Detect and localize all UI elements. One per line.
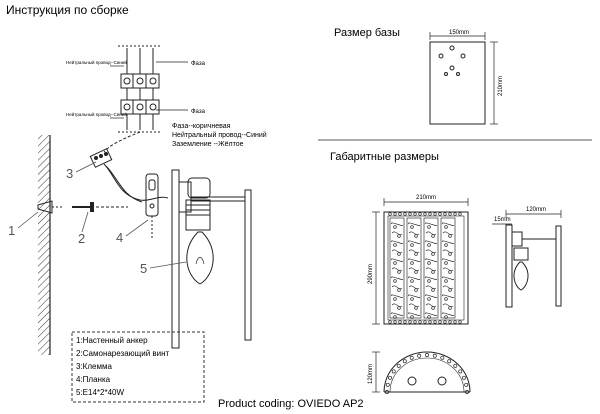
- base-width-label: 150mm: [449, 30, 469, 36]
- callout-1: 1: [8, 223, 15, 238]
- part-5: 5:E14*2*40W: [76, 388, 124, 397]
- part-3: 3:Клемма: [76, 362, 112, 371]
- callout-4: 4: [116, 230, 123, 245]
- wiring-phase-top: Фаза: [191, 61, 206, 67]
- overall-dimensions-title: Габаритные размеры: [330, 151, 439, 163]
- side-plate-label: 15mm: [494, 217, 511, 223]
- callout-3: 3: [66, 166, 73, 181]
- side-depth-label: 120mm: [526, 207, 546, 213]
- callout-leaders: [17, 161, 187, 269]
- parts-list-box: [71, 331, 205, 403]
- base-size-title: Размер базы: [334, 27, 400, 39]
- part-2: 2:Самонарезающий винт: [76, 349, 170, 358]
- mounting-plate: [145, 173, 159, 240]
- top-view-drawing: [372, 351, 471, 394]
- screw: [72, 202, 128, 212]
- front-width-label: 210mm: [416, 195, 436, 201]
- product-code: Product coding: OVIEDO AP2: [218, 398, 364, 410]
- color-legend-neutral: Нейтральный провод--Синий: [172, 131, 267, 139]
- top-depth-label: 120mm: [368, 364, 374, 384]
- wiring-diagram: [103, 45, 188, 153]
- fixture-side-view: [171, 169, 252, 349]
- side-view-drawing: [492, 210, 562, 308]
- wall: [38, 135, 51, 355]
- part-4: 4:Планка: [76, 375, 111, 384]
- wiring-phase-bottom: Фаза: [191, 109, 206, 115]
- wiring-neutral-bottom: Нейтральный провод--Синий: [66, 111, 127, 117]
- color-legend-phase: Фаза--коричневая: [172, 123, 231, 130]
- base-plate-drawing: [429, 32, 498, 125]
- color-legend-ground: Заземление --Жёлтое: [172, 141, 244, 148]
- base-height-label: 210mm: [498, 76, 504, 96]
- callout-2: 2: [78, 231, 85, 246]
- callout-5: 5: [140, 261, 147, 276]
- wiring-neutral-top: Нейтральный провод--Синий: [66, 59, 127, 65]
- front-view-drawing: [372, 198, 469, 325]
- front-height-label: 290mm: [368, 264, 374, 284]
- instruction-title: Инструкция по сборке: [6, 3, 129, 17]
- terminal-block: [89, 148, 169, 203]
- wall-anchor: [37, 200, 62, 214]
- part-1: 1:Настенный анкер: [76, 336, 148, 345]
